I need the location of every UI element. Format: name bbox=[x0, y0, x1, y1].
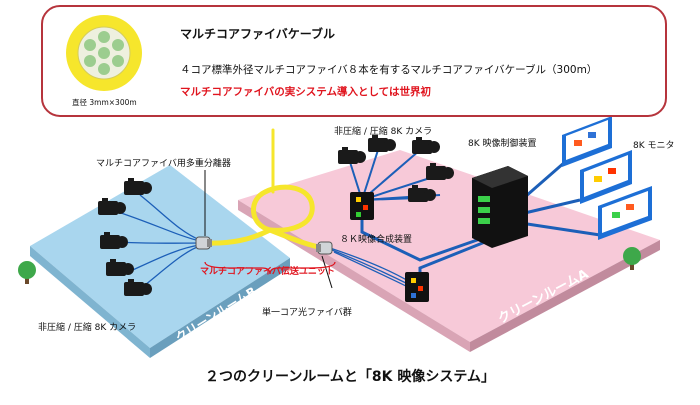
monitor-1 bbox=[562, 116, 612, 167]
cable-info-box bbox=[41, 5, 667, 117]
demux-label: マルチコアファイバ用多重分離器 bbox=[96, 159, 231, 169]
controller-rack bbox=[472, 166, 528, 248]
camera-room-a bbox=[338, 135, 454, 202]
leader-lines bbox=[204, 170, 333, 289]
clean-room-b bbox=[30, 165, 290, 358]
cross-section-label: 直径 3mm×300m bbox=[72, 98, 137, 107]
combiner-unit-upper bbox=[350, 192, 374, 220]
controller-label: 8K 映像制御装置 bbox=[468, 139, 537, 149]
transmission-unit-label: マルチコアファイバ伝送ユニット bbox=[200, 267, 335, 277]
fiber-group-label: 単一コア光ファイバ群 bbox=[262, 308, 352, 318]
cable-cross-section bbox=[66, 15, 142, 91]
cable-title: マルチコアファイバケーブル bbox=[180, 27, 336, 41]
combiner-label: ８Ｋ映像合成装置 bbox=[340, 235, 413, 245]
combiner-unit-lower bbox=[405, 272, 429, 302]
transmission-brace bbox=[204, 261, 336, 275]
demux-connector-left bbox=[195, 236, 212, 250]
cable-description: ４コア標準外径マルチコアファイバ８本を有するマルチコアファイバケーブル（300m… bbox=[180, 64, 598, 76]
tree-left bbox=[18, 261, 36, 284]
cameras-left-label: 非圧縮 / 圧縮 8K カメラ bbox=[38, 323, 137, 333]
diagram-caption: ２つのクリーンルームと「8K 映像システム」 bbox=[205, 369, 495, 385]
tree-right bbox=[623, 247, 641, 270]
monitor-2 bbox=[580, 150, 632, 204]
monitor-3 bbox=[598, 186, 652, 240]
monitor-label: 8K モニタ bbox=[633, 141, 675, 151]
cameras-top-label: 非圧縮 / 圧縮 8K カメラ bbox=[334, 127, 433, 137]
camera-room-b bbox=[98, 178, 152, 296]
demux-connector-right bbox=[316, 241, 333, 255]
cable-highlight: マルチコアファイバの実システム導入としては世界初 bbox=[180, 86, 431, 98]
